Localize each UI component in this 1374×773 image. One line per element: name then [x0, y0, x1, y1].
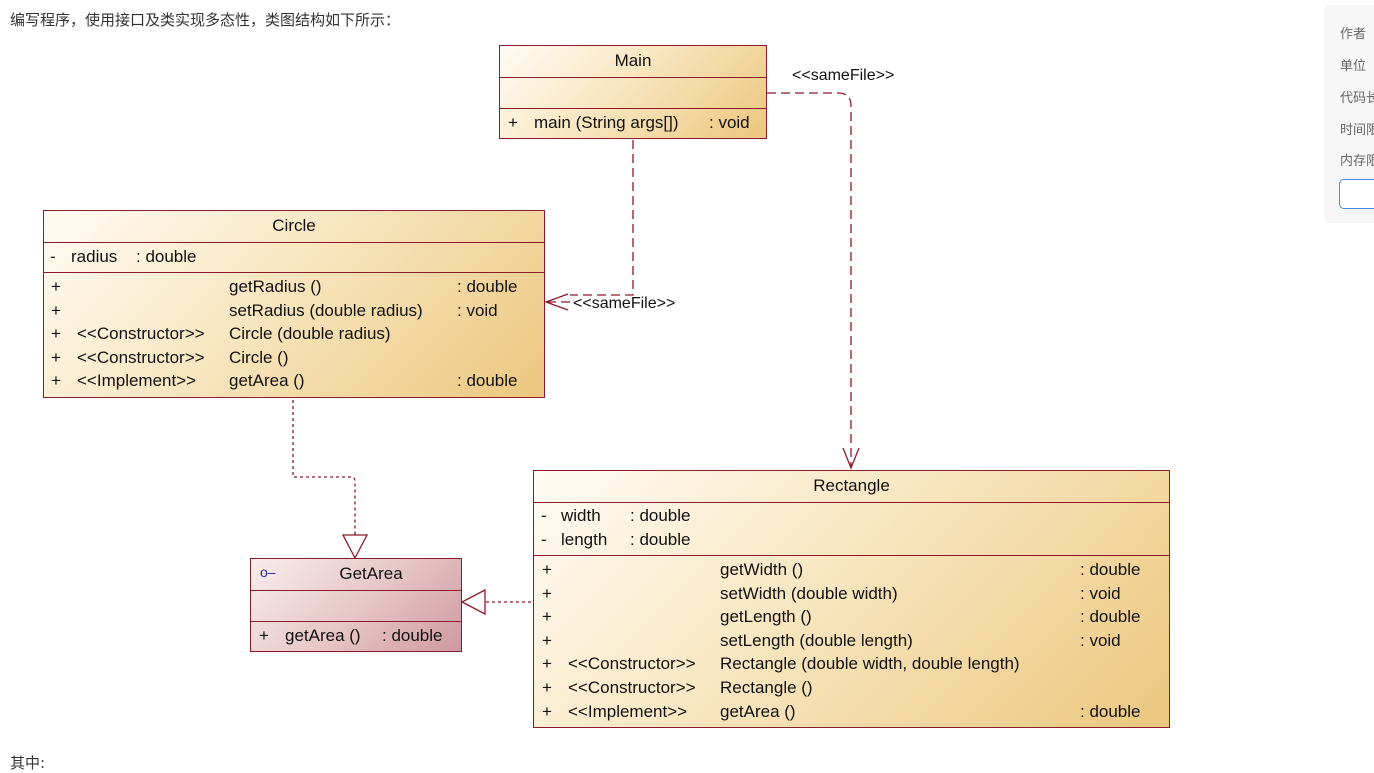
unit-label: 单位: [1340, 59, 1367, 74]
operations-section: [251, 621, 461, 622]
panel-button[interactable]: [1339, 179, 1374, 209]
stereotype: <<Implement>>: [568, 701, 688, 721]
operation-type: : double: [1080, 560, 1141, 579]
visibility: -: [541, 530, 547, 549]
visibility: +: [51, 347, 61, 367]
operation-name: getArea (): [720, 701, 796, 721]
rectangle-implements-triangle: [460, 588, 486, 616]
visibility: +: [51, 277, 61, 296]
operations-section: [500, 108, 766, 109]
operations-section: [534, 555, 1169, 556]
memory-limit-label: 内存限: [1340, 154, 1374, 169]
main-circle-dependency-line: [546, 140, 634, 303]
stereotype: <<Constructor>>: [77, 347, 205, 367]
stereotype: <<Constructor>>: [77, 324, 205, 344]
operation-type: : void: [1080, 583, 1121, 603]
visibility: +: [51, 300, 61, 320]
class-main[interactable]: Main + main (String args[]) : void: [499, 45, 767, 139]
operation-type: : double: [457, 371, 518, 391]
attribute-name: length: [561, 530, 608, 549]
circle-implements-line: [292, 400, 356, 535]
operation-name: getRadius (): [229, 277, 322, 296]
visibility: +: [259, 626, 269, 645]
class-name: Rectangle: [813, 476, 890, 495]
stereotype: <<Constructor>>: [568, 678, 696, 697]
interface-getarea[interactable]: o– GetArea + getArea () : double: [250, 558, 462, 652]
visibility: +: [51, 371, 61, 391]
main-circle-label: <<sameFile>>: [573, 295, 675, 312]
attribute-name: radius: [71, 247, 118, 266]
operation-type: : void: [1080, 630, 1121, 650]
attribute-type: : double: [136, 247, 197, 266]
visibility: +: [542, 654, 552, 674]
attributes-section: [44, 242, 544, 243]
visibility: +: [542, 678, 552, 697]
operation-name: getArea (): [285, 626, 361, 645]
operation-name: main (String args[]): [534, 113, 679, 132]
main-rectangle-label: <<sameFile>>: [792, 67, 894, 84]
operation-name: getArea (): [229, 371, 305, 391]
operation-type: : void: [709, 113, 750, 132]
operation-type: : double: [457, 277, 518, 296]
visibility: +: [542, 630, 552, 650]
visibility: +: [542, 560, 552, 579]
operation-name: Rectangle (double width, double length): [720, 654, 1020, 674]
main-rectangle-dependency-line: [767, 92, 852, 467]
attributes-section: [251, 590, 461, 591]
attribute-type: : double: [630, 506, 691, 525]
attributes-section: [534, 502, 1169, 503]
main-rectangle-arrowhead: [842, 447, 860, 470]
stereotype: <<Implement>>: [77, 371, 197, 391]
interface-name: GetArea: [339, 564, 403, 583]
stereotype: <<Constructor>>: [568, 654, 696, 674]
class-name: Circle: [272, 216, 316, 235]
visibility: +: [508, 113, 518, 132]
operation-type: : double: [1080, 701, 1141, 721]
attributes-section: [500, 77, 766, 78]
operation-name: getWidth (): [720, 560, 804, 579]
operations-section: [44, 272, 544, 273]
class-rectangle[interactable]: Rectangle - width : double - length : do…: [533, 470, 1170, 728]
intro-text: 编写程序，使用接口及类实现多态性，类图结构如下所示：: [10, 11, 401, 29]
main-circle-arrowhead: [544, 293, 569, 311]
visibility: +: [542, 583, 552, 603]
circle-implements-triangle: [341, 534, 369, 560]
operation-name: setRadius (double radius): [229, 300, 423, 320]
attribute-name: width: [561, 506, 601, 525]
class-circle[interactable]: Circle - radius : double + getRadius () : …: [43, 210, 545, 398]
visibility: -: [50, 247, 56, 266]
visibility: +: [542, 701, 552, 721]
operation-name: setWidth (double width): [720, 583, 898, 603]
visibility: -: [541, 506, 547, 525]
visibility: +: [542, 607, 552, 627]
time-limit-label: 时间限: [1340, 123, 1374, 138]
operation-name: Circle (): [229, 347, 289, 367]
operation-type: : double: [1080, 607, 1141, 627]
operation-type: : void: [457, 300, 498, 320]
operation-type: : double: [382, 626, 443, 645]
interface-lollipop-icon: o–: [260, 564, 276, 580]
attribute-type: : double: [630, 530, 691, 549]
class-name: Main: [614, 51, 652, 70]
code-length-label: 代码长: [1340, 91, 1374, 106]
visibility: +: [51, 324, 61, 344]
author-label: 作者: [1340, 27, 1367, 42]
operation-name: setLength (double length): [720, 630, 913, 650]
problem-info-panel: 作者 单位 代码长 时间限 内存限: [1324, 5, 1374, 223]
operation-name: getLength (): [720, 607, 812, 627]
operation-name: Circle (double radius): [229, 324, 391, 344]
operation-name: Rectangle (): [720, 678, 813, 697]
